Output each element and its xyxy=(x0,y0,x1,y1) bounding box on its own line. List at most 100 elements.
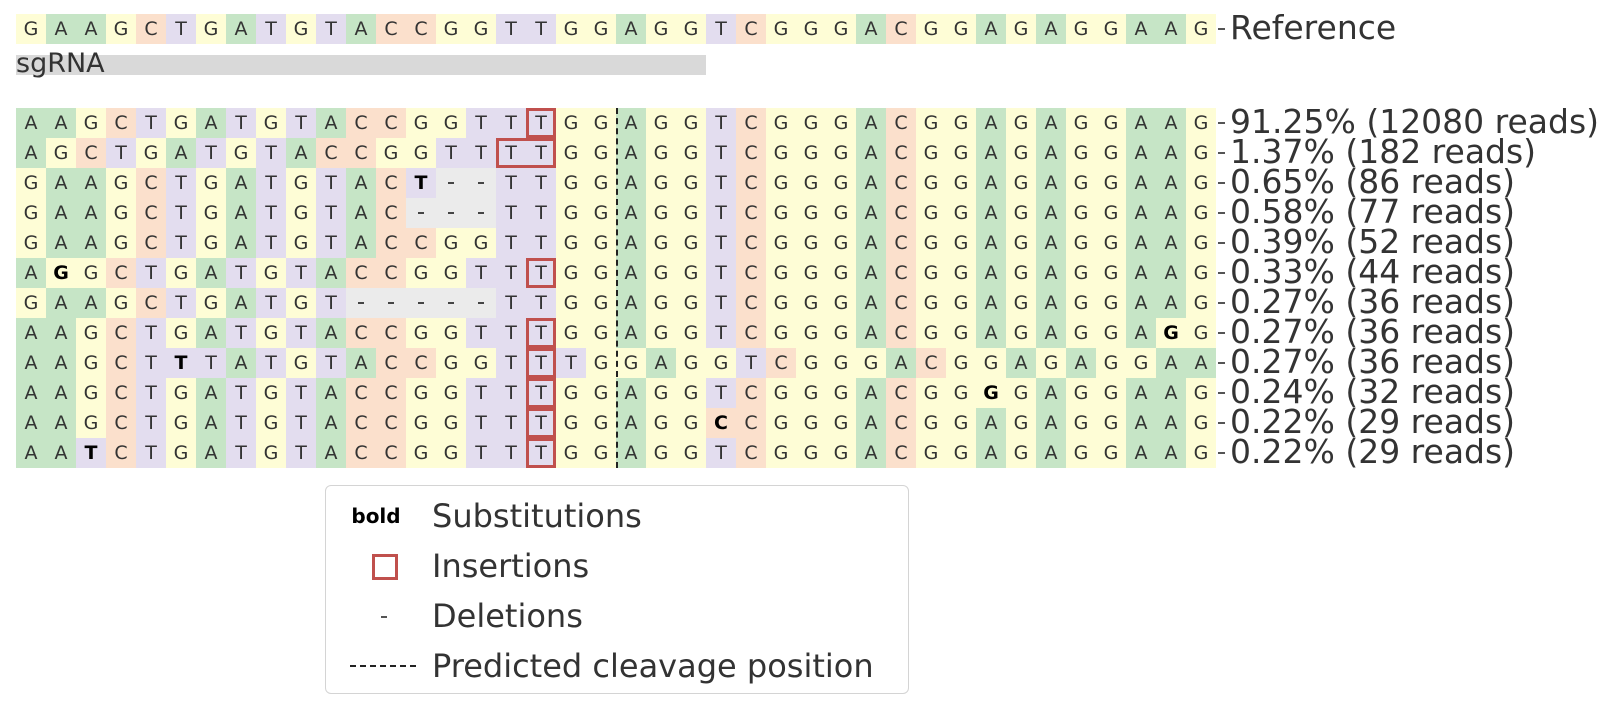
base-cell: C xyxy=(736,408,766,438)
base-cell: G xyxy=(106,168,136,198)
base-cell: G xyxy=(1186,228,1216,258)
base-cell: C xyxy=(376,318,406,348)
base-cell: T xyxy=(136,378,166,408)
base-cell: G xyxy=(256,438,286,468)
base-cell: G xyxy=(406,258,436,288)
base-cell: G xyxy=(1096,168,1126,198)
base-cell: G xyxy=(1066,168,1096,198)
insertion-box-icon xyxy=(372,554,398,580)
base-cell: A xyxy=(46,348,76,378)
base-cell: A xyxy=(856,198,886,228)
dashed-line-icon xyxy=(350,665,416,667)
deletion-cell xyxy=(436,288,466,318)
base-cell: C xyxy=(406,348,436,378)
base-cell: T xyxy=(286,408,316,438)
base-cell: G xyxy=(1066,318,1096,348)
base-cell: A xyxy=(196,318,226,348)
base-cell: G xyxy=(1096,348,1126,378)
base-cell: C xyxy=(106,438,136,468)
base-cell: A xyxy=(316,108,346,138)
base-cell: G xyxy=(586,318,616,348)
base-cell: A xyxy=(1156,228,1186,258)
base-cell: G xyxy=(76,348,106,378)
base-cell: T xyxy=(526,228,556,258)
base-cell: G xyxy=(76,108,106,138)
sgrna-bar xyxy=(16,55,706,75)
base-cell: G xyxy=(796,108,826,138)
base-cell: G xyxy=(916,14,946,44)
base-cell: T xyxy=(706,108,736,138)
base-cell: G xyxy=(586,438,616,468)
base-cell: G xyxy=(1066,138,1096,168)
base-cell: G xyxy=(916,378,946,408)
base-cell: G xyxy=(616,348,646,378)
base-cell: T xyxy=(316,198,346,228)
base-cell: G xyxy=(286,228,316,258)
base-cell: T xyxy=(466,318,496,348)
base-cell: G xyxy=(1186,288,1216,318)
base-cell: T xyxy=(496,408,526,438)
base-cell: A xyxy=(976,288,1006,318)
base-cell: A xyxy=(226,198,256,228)
base-cell: G xyxy=(766,318,796,348)
base-cell: A xyxy=(1036,318,1066,348)
base-cell: T xyxy=(736,348,766,378)
legend-cleavage-symbol xyxy=(338,642,416,690)
base-cell: G xyxy=(1096,288,1126,318)
base-cell: T xyxy=(466,438,496,468)
base-cell: G xyxy=(706,348,736,378)
base-cell: G xyxy=(796,138,826,168)
base-cell: G xyxy=(226,138,256,168)
base-cell: A xyxy=(886,348,916,378)
substitution-base: G xyxy=(1156,318,1186,348)
base-cell: A xyxy=(76,198,106,228)
allele-frequency-label: 0.27% (36 reads) xyxy=(1230,342,1516,381)
base-cell: T xyxy=(286,438,316,468)
base-cell: G xyxy=(1186,408,1216,438)
base-cell: G xyxy=(796,378,826,408)
base-cell: G xyxy=(676,258,706,288)
base-cell: C xyxy=(886,408,916,438)
base-cell: A xyxy=(856,318,886,348)
base-cell: T xyxy=(136,438,166,468)
base-cell: A xyxy=(616,378,646,408)
base-cell: T xyxy=(436,138,466,168)
base-cell: C xyxy=(136,14,166,44)
base-cell: G xyxy=(766,228,796,258)
base-cell: A xyxy=(16,108,46,138)
base-cell: G xyxy=(586,198,616,228)
base-cell: G xyxy=(1006,408,1036,438)
base-cell: A xyxy=(976,168,1006,198)
base-cell: A xyxy=(1126,318,1156,348)
base-cell: G xyxy=(766,408,796,438)
base-cell: G xyxy=(916,228,946,258)
base-cell: G xyxy=(1066,258,1096,288)
base-cell: C xyxy=(886,288,916,318)
base-cell: G xyxy=(1096,408,1126,438)
base-cell: T xyxy=(496,228,526,258)
base-cell: G xyxy=(946,258,976,288)
base-cell: A xyxy=(1156,438,1186,468)
allele-frequency-label: 0.22% (29 reads) xyxy=(1230,432,1516,471)
base-cell: G xyxy=(1006,168,1036,198)
base-cell: C xyxy=(886,318,916,348)
base-cell: G xyxy=(766,198,796,228)
base-cell: G xyxy=(436,348,466,378)
base-cell: G xyxy=(826,378,856,408)
base-cell: T xyxy=(706,318,736,348)
deletion-cell xyxy=(406,288,436,318)
base-cell: T xyxy=(706,138,736,168)
base-cell: T xyxy=(556,348,586,378)
base-cell: A xyxy=(1156,14,1186,44)
base-cell: G xyxy=(1066,438,1096,468)
base-cell: G xyxy=(586,288,616,318)
base-cell: T xyxy=(286,258,316,288)
base-cell: G xyxy=(556,14,586,44)
base-cell: A xyxy=(1156,288,1186,318)
insertion-box xyxy=(526,378,556,408)
base-cell: A xyxy=(856,108,886,138)
base-cell: T xyxy=(466,108,496,138)
deletion-cell xyxy=(436,198,466,228)
base-cell: G xyxy=(16,228,46,258)
base-cell: G xyxy=(766,108,796,138)
